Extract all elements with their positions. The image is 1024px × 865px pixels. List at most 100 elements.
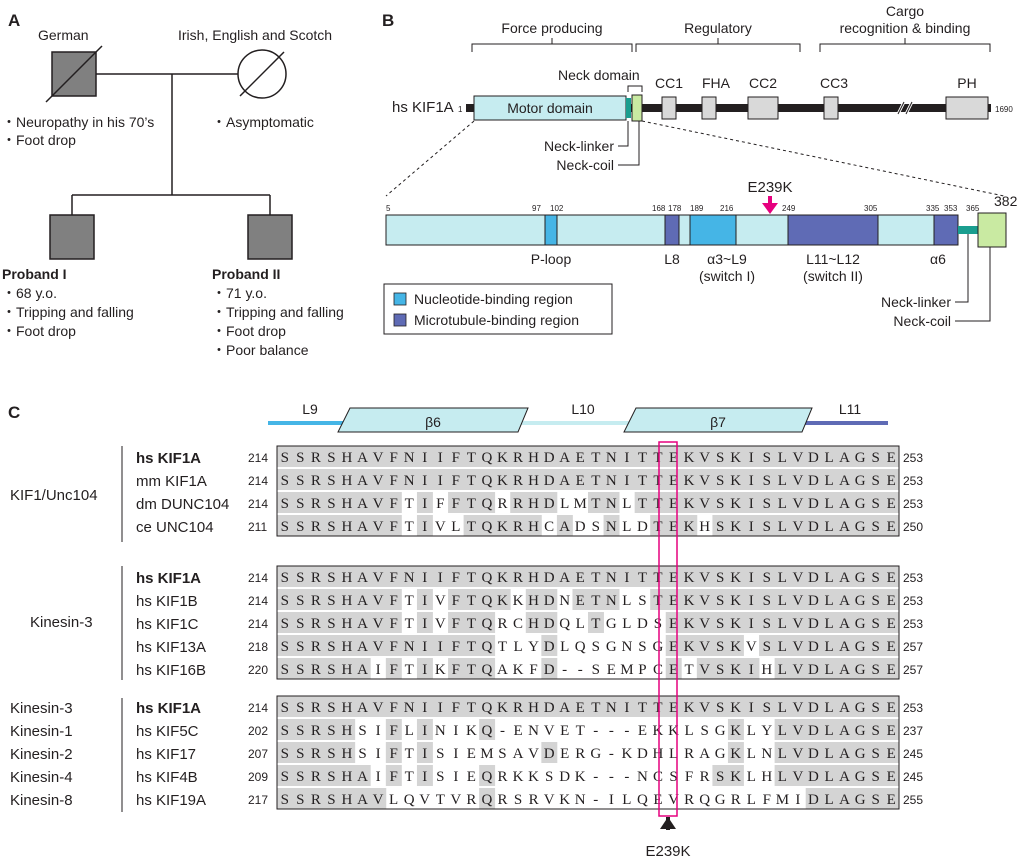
conserved-residue-cell [883,589,900,610]
conserved-residue-cell [619,446,636,467]
proband1-note: ・Foot drop [2,323,76,339]
proband2-note: ・71 y.o. [212,285,267,301]
conserved-residue-cell [541,635,558,656]
region-label-l8: L8 [664,251,680,267]
conserved-residue-cell [323,446,340,467]
residue: T [653,496,662,512]
residue: G [715,746,726,762]
residue: A [839,723,850,739]
conserved-residue-cell [277,446,293,467]
residue: A [497,662,508,678]
conserved-residue-cell [867,515,884,536]
conserved-residue-cell [852,515,869,536]
residue: T [405,769,414,785]
residue: T [405,746,414,762]
conserved-residue-cell [556,515,573,536]
conserved-residue-cell [805,492,822,513]
conserved-residue-cell [323,658,340,679]
residue: E [669,570,678,586]
residue: K [497,519,508,535]
conserved-residue-cell [681,696,698,717]
residue: S [763,700,771,716]
conserved-residue-cell [821,658,838,679]
residue: H [699,519,710,535]
residue: F [389,450,397,466]
conserved-residue-cell [836,696,853,717]
residue: K [684,473,695,489]
conserved-residue-cell [323,635,340,656]
residue: A [559,519,570,535]
residue: L [560,639,569,655]
residue: S [296,616,304,632]
residue: L [778,769,787,785]
row-end-number: 257 [903,640,923,654]
residue: I [422,723,427,739]
residue: L [778,746,787,762]
conserved-residue-cell [790,719,807,740]
residue: L [622,792,631,808]
conserved-residue-cell [790,696,807,717]
conserved-residue-cell [339,612,356,633]
residue: A [357,792,368,808]
residue: V [793,769,804,785]
conserved-residue-cell [556,446,573,467]
residue: S [327,519,335,535]
residue: S [638,593,646,609]
residue: G [715,723,726,739]
conserved-residue-cell [339,635,356,656]
residue: Q [575,639,586,655]
residue: S [514,792,522,808]
residue: Q [482,700,493,716]
conserved-residue-cell [292,635,309,656]
residue: E [887,639,896,655]
residue: T [653,519,662,535]
residue: - [593,769,598,785]
conserved-residue-cell [852,719,869,740]
conserved-residue-cell [867,492,884,513]
residue: V [699,593,710,609]
residue: S [654,616,662,632]
conserved-residue-cell [727,765,744,786]
conserved-residue-cell [634,446,651,467]
residue: L [778,473,787,489]
residue: E [887,616,896,632]
conserved-residue-cell [308,696,325,717]
conserved-residue-cell [385,635,402,656]
structure-label-beta6: β6 [425,414,441,430]
residue: I [422,662,427,678]
conserved-residue-cell [541,612,558,633]
proband1-note: ・68 y.o. [2,285,57,301]
conserved-residue-cell [385,696,402,717]
residue: H [653,746,664,762]
conserved-residue-cell [510,696,527,717]
conserved-residue-cell [354,788,371,809]
conserved-residue-cell [867,719,884,740]
residue: D [808,792,819,808]
residue: K [730,450,741,466]
residue: T [467,570,476,586]
residue: C [653,769,663,785]
neck-domain-label: Neck domain [558,67,640,83]
conserved-residue-cell [463,492,480,513]
row-start-number: 214 [248,497,268,511]
conserved-residue-cell [883,469,900,490]
residue: R [513,700,523,716]
residue: S [716,593,724,609]
residue: R [497,496,507,512]
residue: D [544,570,555,586]
conserved-residue-cell [323,742,340,763]
conserved-residue-cell [867,566,884,587]
conserved-residue-cell [852,566,869,587]
residue: N [559,593,570,609]
residue: I [422,616,427,632]
father-label: German [38,27,89,43]
group-regulatory-label: Regulatory [684,20,752,36]
residue: S [327,616,335,632]
residue: K [513,662,524,678]
residue: V [544,792,555,808]
residue: R [311,496,321,512]
conserved-residue-cell [883,612,900,633]
proband2-note: ・Tripping and falling [212,304,344,320]
residue: V [373,570,384,586]
conserved-residue-cell [867,788,884,809]
